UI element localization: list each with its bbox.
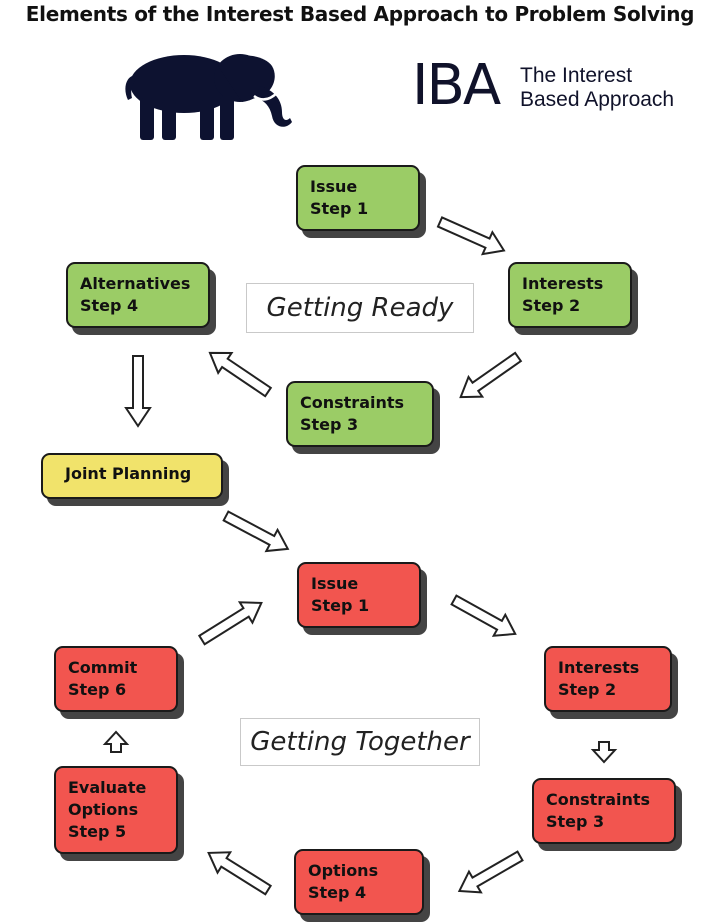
box-label: Interests — [558, 658, 640, 677]
getting-ready-issue-box: Issue Step 1 — [296, 165, 420, 231]
box-label: Evaluate — [68, 778, 147, 797]
arrow-joint-planning-to-issue — [222, 510, 290, 553]
box-label: Joint Planning — [65, 464, 192, 483]
arrow-constraints-to-alternatives — [208, 351, 273, 398]
arrow-commit-to-issue — [197, 601, 263, 646]
getting-together-evaluate-box: Evaluate Options Step 5 — [54, 766, 178, 854]
arrow-constraints-to-options — [457, 850, 524, 894]
box-step: Step 1 — [310, 199, 369, 218]
box-label: Interests — [522, 274, 604, 293]
getting-together-commit-box: Commit Step 6 — [54, 646, 178, 712]
box-label: Issue — [310, 177, 358, 196]
box-label: Options — [308, 861, 379, 880]
box-label: Commit — [68, 658, 138, 677]
box-label-2: Options — [68, 800, 139, 819]
box-step: Step 3 — [300, 415, 359, 434]
arrow-options-to-evaluate — [207, 851, 273, 896]
getting-together-interests-box: Interests Step 2 — [544, 646, 672, 712]
box-step: Step 4 — [308, 883, 367, 902]
box-step: Step 5 — [68, 822, 127, 841]
joint-planning-box: Joint Planning — [41, 453, 223, 499]
getting-together-label: Getting Together — [240, 718, 480, 766]
logo-line-1: The Interest — [520, 64, 633, 87]
box-step: Step 2 — [522, 296, 581, 315]
box-label: Constraints — [546, 790, 651, 809]
box-step: Step 1 — [311, 596, 370, 615]
iba-logo-text: The Interest Based Approach — [520, 64, 710, 112]
getting-ready-label: Getting Ready — [246, 283, 474, 333]
arrow-alternatives-to-joint-planning — [124, 355, 152, 428]
arrow-issue-to-interests-red — [450, 594, 517, 637]
diagram-title: Elements of the Interest Based Approach … — [25, 2, 695, 26]
arrow-interests-to-constraints-red — [590, 741, 618, 764]
box-label: Alternatives — [80, 274, 191, 293]
getting-ready-interests-box: Interests Step 2 — [508, 262, 632, 328]
box-step: Step 4 — [80, 296, 139, 315]
box-step: Step 2 — [558, 680, 617, 699]
box-label: Issue — [311, 574, 359, 593]
getting-together-constraints-box: Constraints Step 3 — [532, 778, 676, 844]
getting-ready-constraints-box: Constraints Step 3 — [286, 381, 434, 447]
getting-together-options-box: Options Step 4 — [294, 849, 424, 915]
elephant-logo-icon — [125, 54, 292, 140]
arrow-interests-to-constraints — [459, 351, 523, 399]
iba-logo-mark: IBA — [412, 53, 501, 118]
logo-line-2: Based Approach — [520, 88, 675, 111]
getting-together-issue-box: Issue Step 1 — [297, 562, 421, 628]
box-step: Step 3 — [546, 812, 605, 831]
box-step: Step 6 — [68, 680, 127, 699]
box-label: Constraints — [300, 393, 405, 412]
arrow-issue-to-interests — [436, 216, 506, 256]
getting-ready-alternatives-box: Alternatives Step 4 — [66, 262, 210, 328]
arrow-evaluate-to-commit — [102, 730, 130, 753]
